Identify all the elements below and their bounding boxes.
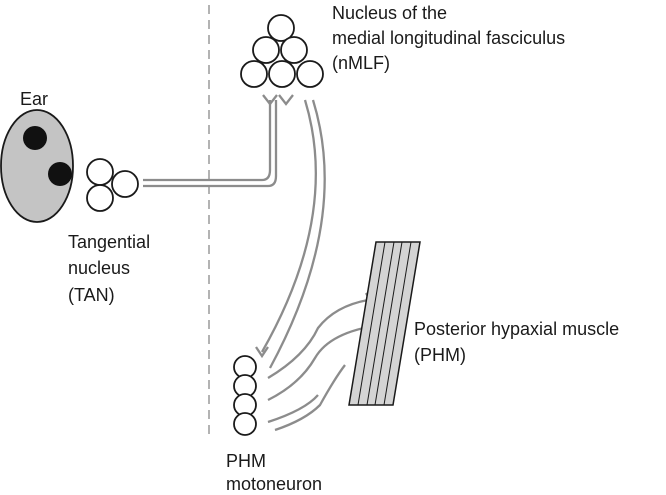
ear-outline	[0, 109, 74, 223]
nmlf-label-line3: (nMLF)	[332, 53, 390, 73]
nmlf-cell	[267, 14, 295, 42]
tan-cell	[111, 170, 139, 198]
motoneuron-axon	[267, 394, 319, 424]
tan-label-line1: Tangential	[68, 232, 151, 252]
tan-label-line3: (TAN)	[68, 285, 115, 305]
nmlf-label-line1: Nucleus of the	[332, 3, 448, 23]
motoneuron-axon	[267, 298, 369, 379]
phm-label-line1: Posterior hypaxial muscle	[414, 319, 620, 339]
motoneuron-synapse	[255, 346, 269, 359]
otolith-lower	[48, 162, 72, 186]
ear	[0, 109, 74, 223]
motoneuron-axon	[267, 323, 381, 402]
nmlf-cell	[268, 60, 296, 88]
motoneuron-cell	[233, 412, 257, 436]
neural-pathways	[143, 94, 384, 432]
tan-cell	[86, 158, 114, 186]
tan-cell	[86, 184, 114, 212]
nmlf-cell	[240, 60, 268, 88]
motoneuron-label-line1: PHM	[226, 451, 266, 471]
phm-label-line2: (PHM)	[414, 345, 466, 365]
muscle-fiber	[374, 241, 403, 406]
motoneuron-axon	[274, 364, 346, 432]
ear-label: Ear	[20, 89, 49, 109]
nmlf-synapse	[278, 94, 294, 106]
nmlf-cell	[280, 36, 308, 64]
motoneuron-label-line2: motoneuron	[226, 474, 323, 494]
otolith-upper	[23, 126, 47, 150]
muscle-fiber	[383, 241, 412, 406]
nmlf-cell	[252, 36, 280, 64]
phm-muscle	[348, 241, 421, 406]
tan-to-nmlf-axon	[143, 100, 278, 188]
muscle-outline	[348, 241, 421, 406]
nmlf-label-line2: medial longitudinal fasciculus	[332, 28, 566, 48]
nmlf-descending-axon	[261, 99, 317, 353]
nmlf-cells	[240, 14, 324, 88]
nmlf-descending-axon	[268, 99, 326, 369]
nmlf-synapse	[262, 94, 278, 106]
tan-to-nmlf-axon	[143, 100, 272, 182]
nmlf-cell	[296, 60, 324, 88]
tan-label-line2: nucleus	[68, 258, 131, 278]
muscle-fiber	[366, 241, 395, 406]
phm-motoneuron-cells	[233, 355, 257, 436]
tangential-nucleus-cells	[86, 158, 139, 212]
muscle-fiber	[357, 241, 386, 406]
